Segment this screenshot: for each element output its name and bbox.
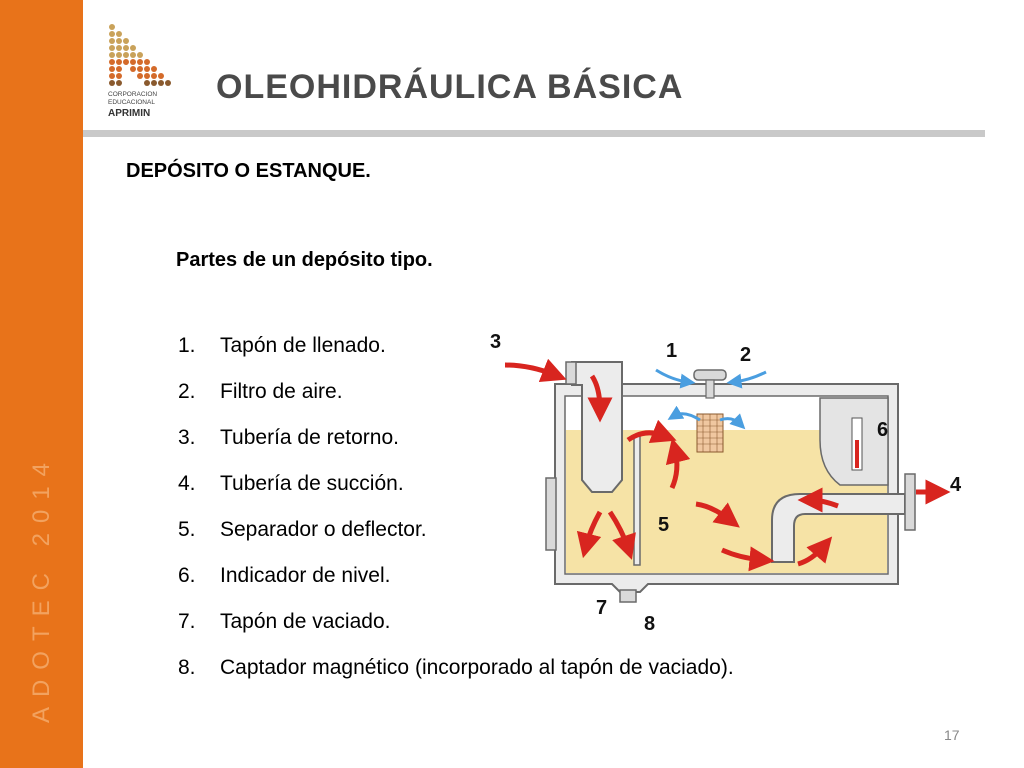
diagram-label-8: 8 — [644, 613, 655, 635]
section-subheading: Partes de un depósito tipo. — [176, 249, 433, 271]
return-pipe — [571, 361, 623, 493]
diagram-label-3: 3 — [490, 331, 501, 353]
air-flow-arrows — [655, 368, 767, 430]
filler-cap — [693, 369, 727, 381]
list-item: 5. Separador o deflector. — [178, 518, 734, 564]
item-label: Filtro de aire. — [220, 380, 343, 403]
item-label: Tapón de vaciado. — [220, 610, 391, 633]
reservoir-diagram: 3 1 2 6 4 5 7 8 — [490, 331, 962, 635]
item-label: Tubería de retorno. — [220, 426, 399, 449]
item-number: 3. — [178, 426, 196, 449]
item-number: 1. — [178, 334, 196, 357]
list-item: 7. Tapón de vaciado. — [178, 610, 734, 656]
list-item: 4. Tubería de succión. — [178, 472, 734, 518]
diagram-label-7: 7 — [596, 597, 607, 619]
sidebar-text: ADOTEC 2014 — [28, 452, 55, 724]
list-item: 2. Filtro de aire. — [178, 380, 734, 426]
logo-line2: EDUCACIONAL — [108, 99, 155, 106]
item-number: 8. — [178, 656, 196, 679]
diagram-label-5: 5 — [658, 514, 669, 536]
left-flange — [545, 477, 557, 551]
item-number: 5. — [178, 518, 196, 541]
aprimin-logo: CORPORACION EDUCACIONAL APRIMIN — [108, 24, 171, 119]
list-item: 6. Indicador de nivel. — [178, 564, 734, 610]
list-item: 1. Tapón de llenado. — [178, 334, 734, 380]
drain-plug — [619, 589, 637, 603]
sidebar-band — [0, 0, 83, 768]
item-number: 6. — [178, 564, 196, 587]
page-number: 17 — [944, 727, 960, 743]
logo-line1: CORPORACION — [108, 91, 157, 98]
parts-list: 1. Tapón de llenado. 2. Filtro de aire. 3.… — [178, 334, 734, 702]
diagram-label-4: 4 — [950, 474, 962, 496]
diagram-label-2: 2 — [740, 344, 751, 366]
item-label: Tubería de succión. — [220, 472, 404, 495]
title-divider — [83, 130, 985, 137]
list-item: 8. Captador magnético (incorporado al tap… — [178, 656, 734, 702]
item-label: Tapón de llenado. — [220, 334, 386, 357]
item-number: 7. — [178, 610, 196, 633]
item-number: 4. — [178, 472, 196, 495]
item-label: Captador magnético (incorporado al tapón… — [220, 656, 734, 679]
oil-flow-arrows — [504, 358, 951, 572]
section-heading: DEPÓSITO O ESTANQUE. — [126, 160, 371, 182]
page-title: OLEOHIDRÁULICA BÁSICA — [216, 68, 684, 106]
item-label: Separador o deflector. — [220, 518, 427, 541]
suction-flange — [904, 473, 916, 531]
list-item: 3. Tubería de retorno. — [178, 426, 734, 472]
logo-brand: APRIMIN — [108, 108, 150, 119]
item-number: 2. — [178, 380, 196, 403]
baffle — [633, 434, 641, 566]
diagram-label-6: 6 — [877, 419, 888, 441]
diagram-label-1: 1 — [666, 340, 677, 362]
item-label: Indicador de nivel. — [220, 564, 391, 587]
